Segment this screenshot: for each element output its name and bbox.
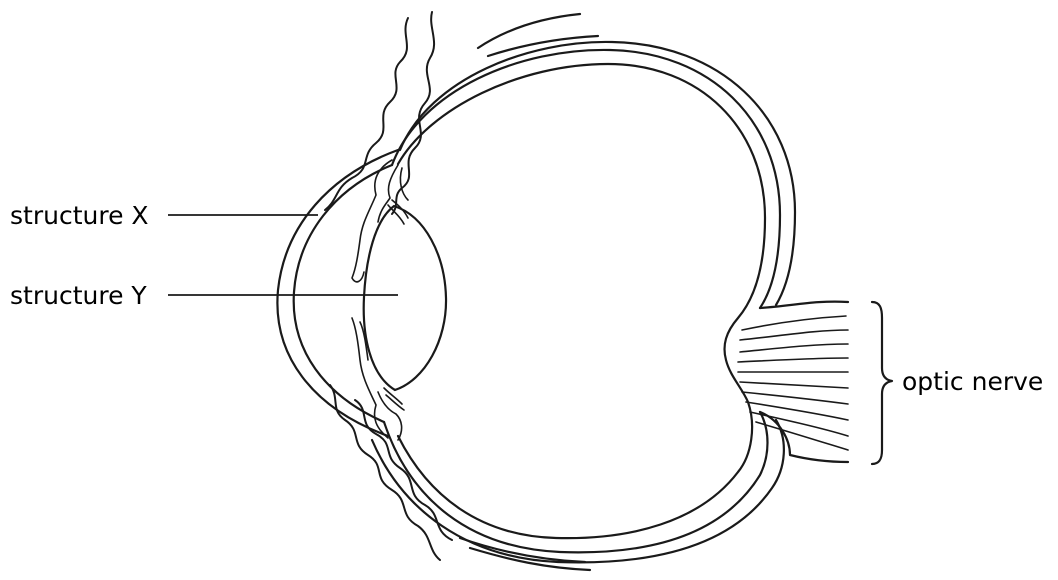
optic-nerve-brace <box>872 302 892 464</box>
lens <box>364 206 446 390</box>
iris-lower <box>352 318 402 440</box>
optic-nerve-label: optic nerve <box>902 367 1043 396</box>
structure-y-label: structure Y <box>10 281 147 310</box>
optic-nerve <box>738 302 848 462</box>
iris-upper <box>352 160 408 282</box>
structure-x-label: structure X <box>10 201 149 230</box>
eyeball-wall <box>372 42 795 562</box>
ciliary-body <box>384 200 408 410</box>
orbit-outline <box>460 14 598 570</box>
upper-eyelid <box>325 12 434 214</box>
